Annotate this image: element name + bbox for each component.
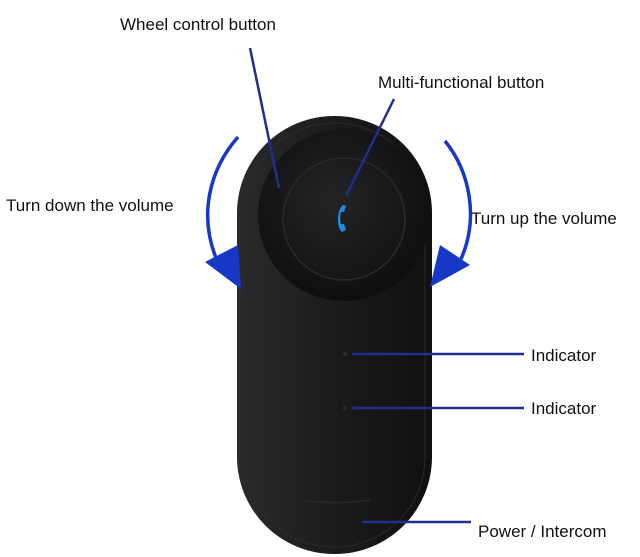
- label-multi-functional-button: Multi-functional button: [378, 73, 545, 92]
- wheel-leader-line: [248, 47, 281, 189]
- label-wheel-control: Wheel control button: [120, 15, 276, 34]
- label-indicator-1: Indicator: [531, 346, 597, 365]
- multi-functional-button[interactable]: [282, 157, 406, 281]
- label-volume-up: Turn up the volume: [471, 209, 617, 228]
- indicator-light-1: [342, 351, 348, 357]
- phone-handset-icon: [337, 205, 346, 232]
- volume-up-arrow: [430, 139, 473, 287]
- power-intercom-key[interactable]: [299, 499, 371, 504]
- label-power-intercom: Power / Intercom: [478, 522, 607, 541]
- label-volume-down: Turn down the volume: [6, 196, 174, 215]
- label-indicator-2: Indicator: [531, 399, 597, 418]
- multi-leader-line: [344, 98, 396, 197]
- indicator-light-2: [342, 405, 348, 411]
- volume-down-arrow: [205, 135, 241, 289]
- device-body-edge: [243, 122, 426, 548]
